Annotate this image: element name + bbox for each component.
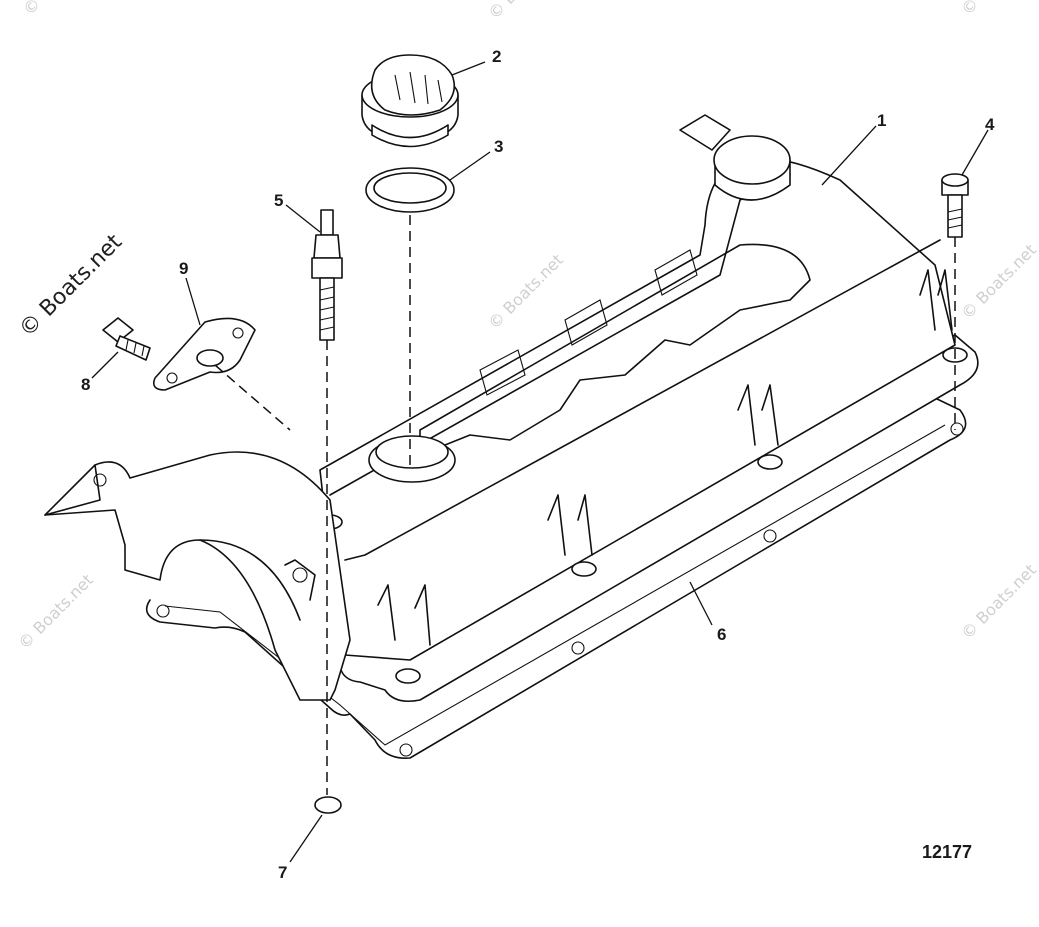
seal-ring-part-3 <box>365 167 455 213</box>
watermark-faint: © Boats.net <box>484 0 566 23</box>
callout-5: 5 <box>274 191 283 210</box>
callout-8: 8 <box>81 375 90 394</box>
callout-4: 4 <box>985 115 995 134</box>
callout-1: 1 <box>877 111 886 130</box>
callout-3: 3 <box>494 137 503 156</box>
watermark-faint: © Boats.net <box>957 240 1039 322</box>
callout-7: 7 <box>278 863 287 882</box>
oil-filler-cap-part-2 <box>361 54 459 148</box>
watermark-faint: © Boats.net <box>19 0 101 19</box>
watermark-faint: © Boats.net <box>484 250 566 332</box>
o-ring-part-7 <box>314 796 342 814</box>
watermark-faint: © Boats.net <box>14 570 96 652</box>
callout-6: 6 <box>717 625 726 644</box>
watermark-faint: © Boats.net <box>957 0 1039 19</box>
watermark-faint: © Boats.net <box>957 560 1039 642</box>
callouts: 1 2 3 4 5 6 7 8 9 <box>81 47 995 882</box>
callout-2: 2 <box>492 47 501 66</box>
leader-lines <box>91 61 989 863</box>
bolt-part-4 <box>941 173 969 238</box>
bolt-part-8 <box>102 317 151 361</box>
valve-cover-part-1 <box>44 114 979 703</box>
stud-part-5 <box>311 209 343 341</box>
reference-number: 12177 <box>922 842 972 862</box>
gasket-part-6 <box>145 397 967 759</box>
assembly-lines <box>214 215 956 795</box>
callout-9: 9 <box>179 259 188 278</box>
gasket-plate-part-9 <box>152 317 256 391</box>
